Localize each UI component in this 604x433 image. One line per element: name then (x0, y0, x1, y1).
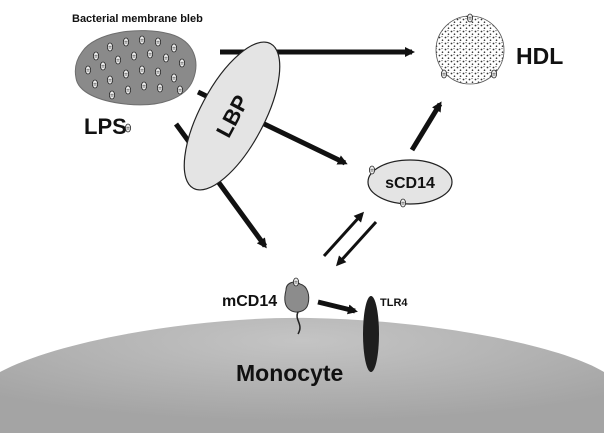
arrow-mcd14-to-scd14 (322, 211, 365, 258)
tlr4-receptor (363, 296, 379, 372)
hdl-label: HDL (516, 43, 563, 69)
tlr4-label: TLR4 (380, 297, 408, 309)
lps-molecule-icon (125, 123, 132, 133)
lbp-protein: LBP (183, 41, 281, 191)
monocyte-cell (0, 317, 604, 433)
scd14-protein: sCD14 (367, 159, 453, 208)
bleb-label: Bacterial membrane bleb (72, 13, 203, 25)
mcd14-label: mCD14 (222, 293, 277, 310)
monocyte-label: Monocyte (236, 360, 343, 386)
hdl-particle-icon (435, 13, 505, 85)
arrow-scd14-to-mcd14 (335, 220, 378, 267)
scd14-label: sCD14 (385, 175, 435, 192)
lps-label: LPS (84, 114, 127, 139)
mcd14-receptor (284, 277, 310, 335)
bacterial-membrane-bleb (74, 30, 197, 106)
arrow-scd14-to-hdl (409, 101, 443, 152)
arrow-mcd14-to-tlr4 (317, 299, 358, 315)
